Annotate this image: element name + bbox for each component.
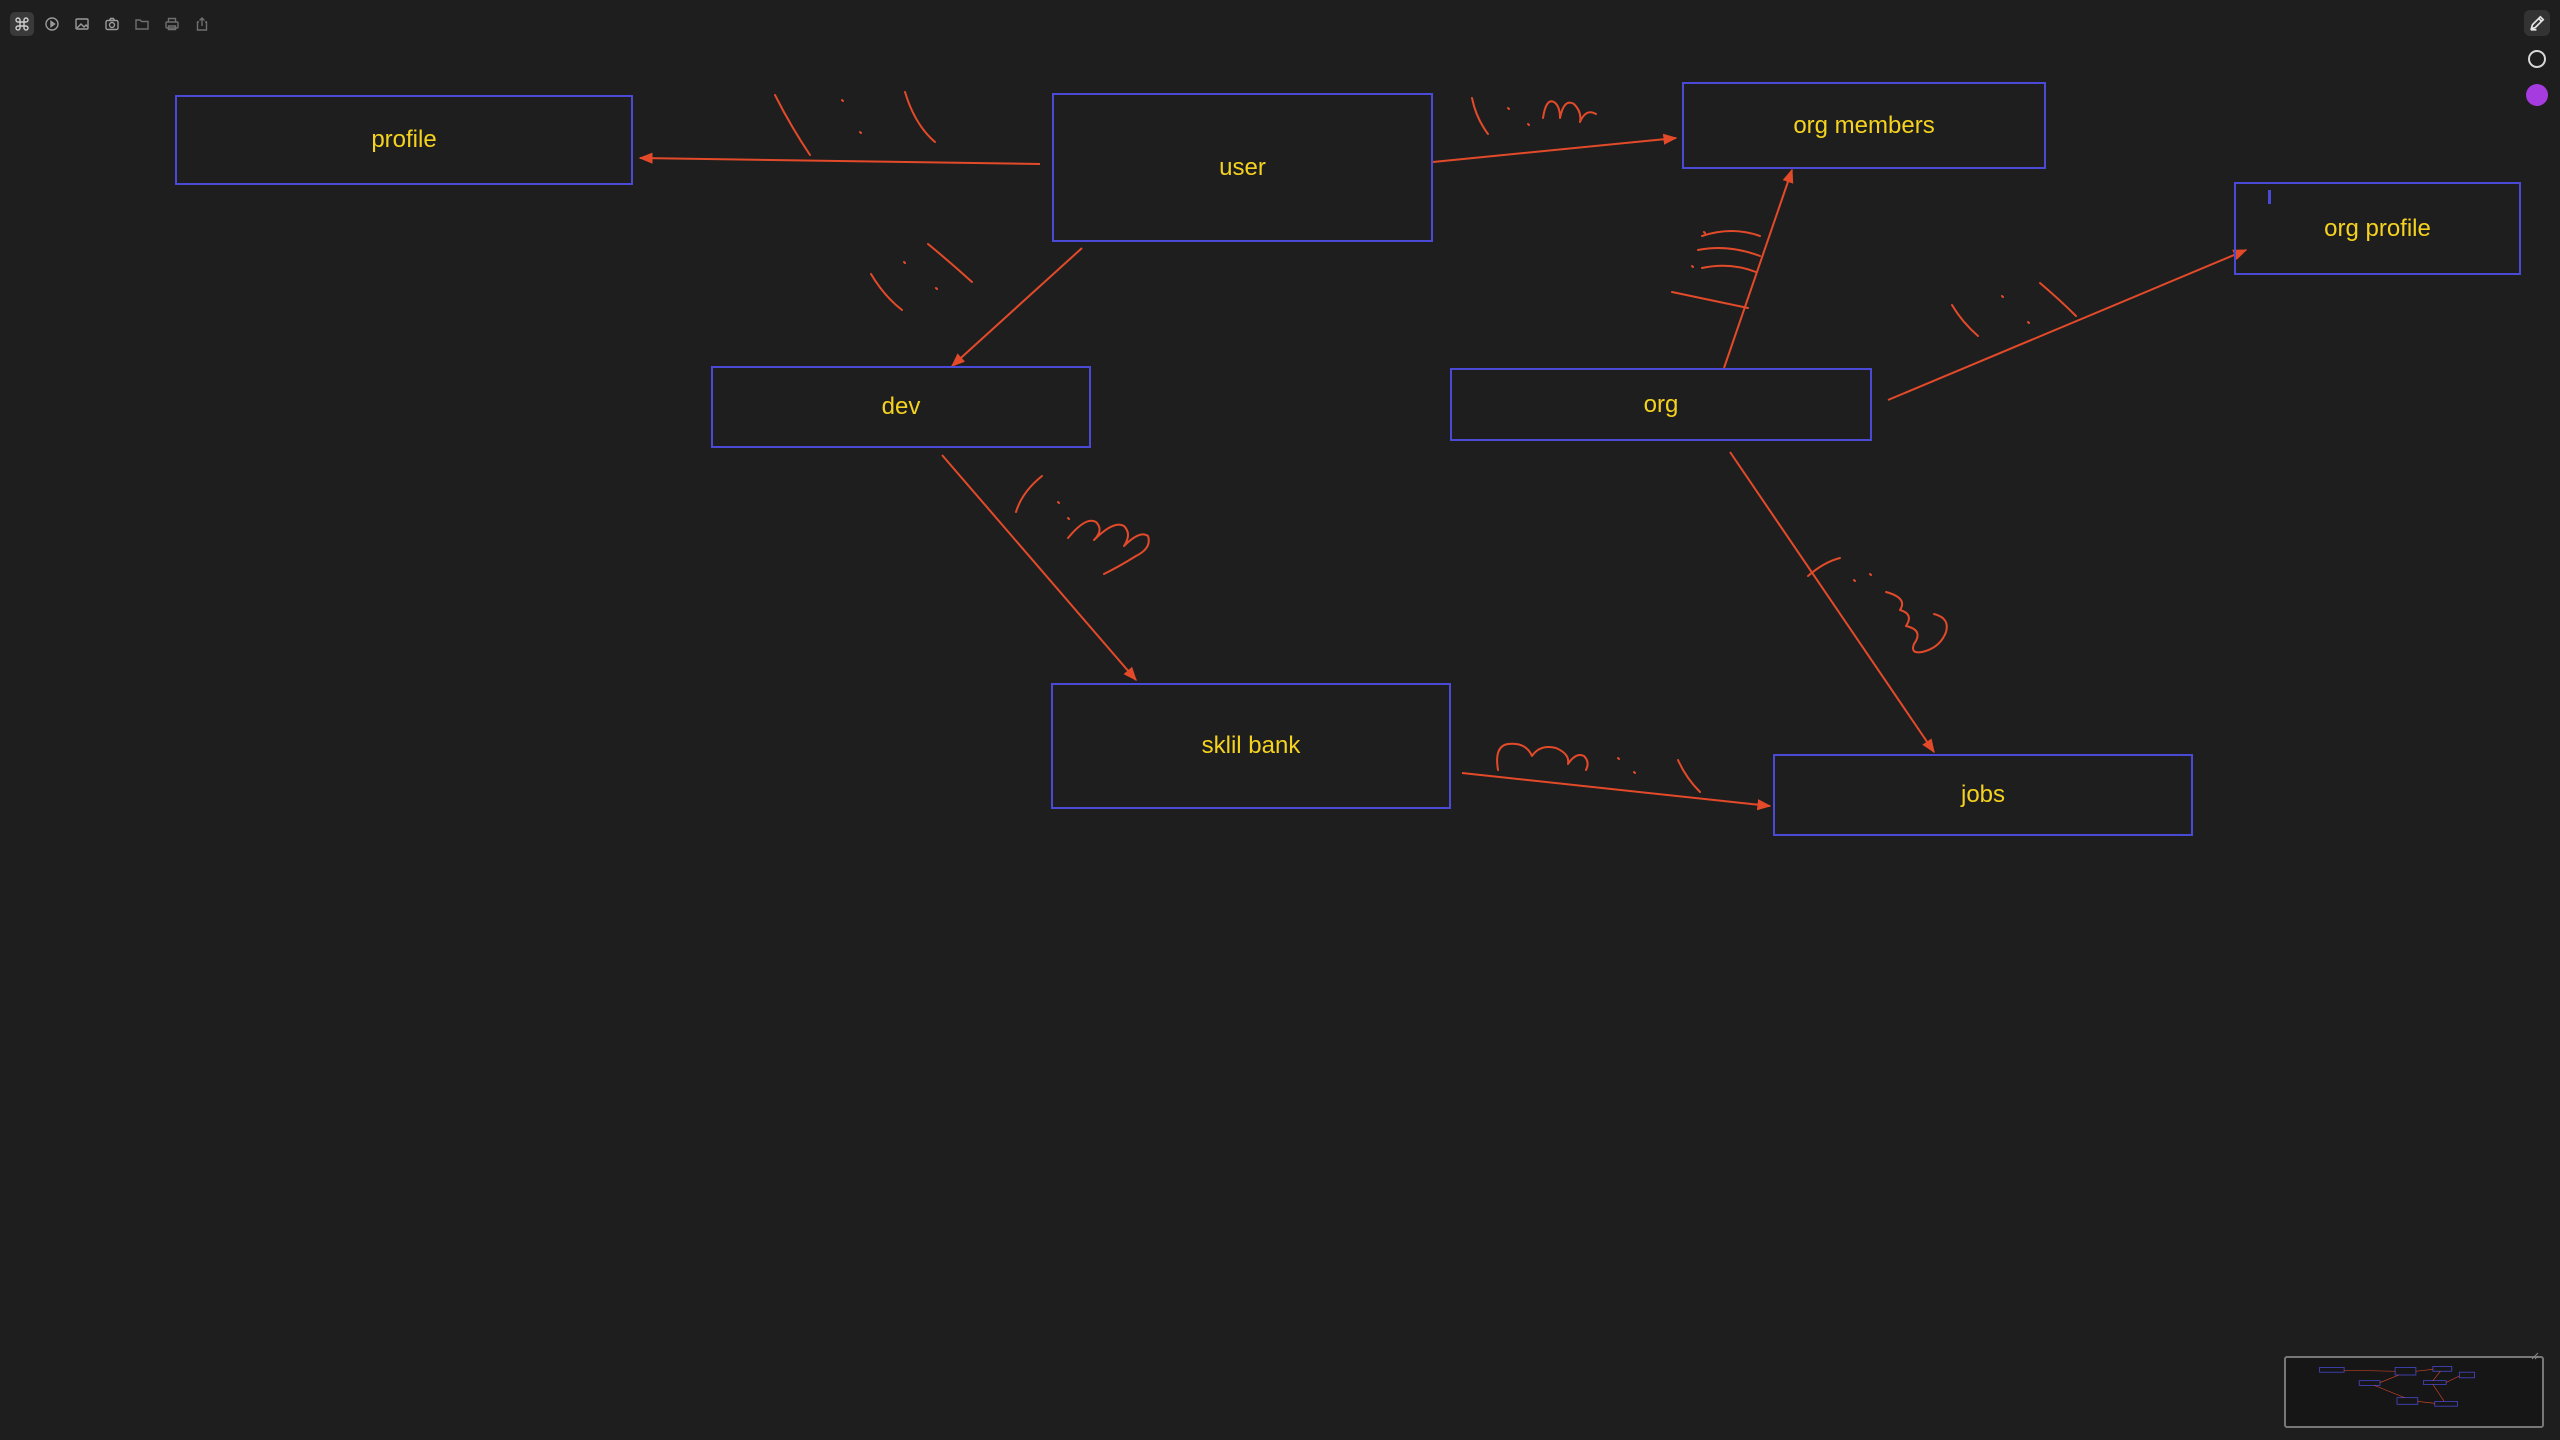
edge-user-dev[interactable] <box>950 247 1083 367</box>
node-org-profile[interactable]: org profile <box>2234 182 2521 275</box>
minimap-resize-handle[interactable] <box>2530 1348 2540 1360</box>
command-button[interactable] <box>10 12 34 36</box>
stroke-color-swatch <box>2528 50 2546 68</box>
annotation-skill-bank-jobs <box>1496 742 1701 793</box>
right-toolbar <box>2524 10 2550 108</box>
fill-color-button[interactable] <box>2524 82 2550 108</box>
annotation-org-org-members <box>1671 230 1761 309</box>
top-toolbar <box>10 12 214 36</box>
node-org[interactable]: org <box>1450 368 1872 441</box>
stroke-color-button[interactable] <box>2524 46 2550 72</box>
minimap-preview <box>2319 1366 2475 1407</box>
camera-button[interactable] <box>100 12 124 36</box>
edge-org-jobs[interactable] <box>1729 451 1935 754</box>
node-label-org-members: org members <box>1793 111 1935 139</box>
image-icon <box>75 18 89 30</box>
node-label-org-profile: org profile <box>2324 214 2431 242</box>
node-jobs[interactable]: jobs <box>1773 754 2193 836</box>
edge-org-org-profile[interactable] <box>1887 249 2248 401</box>
node-profile[interactable]: profile <box>175 95 633 185</box>
node-dev[interactable]: dev <box>711 366 1091 448</box>
minimap[interactable] <box>2284 1356 2544 1428</box>
node-skill-bank[interactable]: sklil bank <box>1051 683 1451 809</box>
play-icon <box>45 17 59 31</box>
node-label-org: org <box>1643 390 1679 418</box>
image-button[interactable] <box>70 12 94 36</box>
share-button[interactable] <box>190 12 214 36</box>
edge-dev-skill-bank[interactable] <box>941 454 1137 682</box>
edge-skill-bank-jobs[interactable] <box>1461 772 1772 811</box>
print-icon <box>165 17 179 31</box>
edge-org-org-members[interactable] <box>1723 168 1794 369</box>
annotation-user-profile <box>774 91 936 156</box>
node-label-skill-bank: sklil bank <box>1201 732 1301 759</box>
node-org-members[interactable]: org members <box>1682 82 2046 169</box>
annotation-org-org-profile <box>1951 282 2077 337</box>
edge-user-org-members[interactable] <box>1432 133 1678 163</box>
node-label-profile: profile <box>371 126 437 153</box>
node-label-jobs: jobs <box>1960 781 2006 808</box>
annotation-user-org-members <box>1471 97 1597 135</box>
edge-user-profile[interactable] <box>638 152 1041 165</box>
annotation-user-dev <box>870 243 973 311</box>
annotation-dev-skill-bank <box>1015 475 1150 575</box>
pen-tool-button[interactable] <box>2524 10 2550 36</box>
share-icon <box>196 17 208 31</box>
node-label-user: user <box>1219 153 1266 181</box>
node-label-dev: dev <box>881 393 921 420</box>
folder-button[interactable] <box>130 12 154 36</box>
play-button[interactable] <box>40 12 64 36</box>
resize-icon <box>2531 1352 2539 1360</box>
node-user[interactable]: user <box>1052 93 1433 242</box>
fill-color-swatch <box>2526 84 2548 106</box>
pen-icon <box>2530 15 2545 31</box>
text-cursor <box>2268 190 2271 204</box>
camera-icon <box>105 17 119 31</box>
folder-icon <box>135 19 149 30</box>
annotation-org-jobs <box>1807 557 1948 654</box>
print-button[interactable] <box>160 12 184 36</box>
command-icon <box>15 17 29 31</box>
